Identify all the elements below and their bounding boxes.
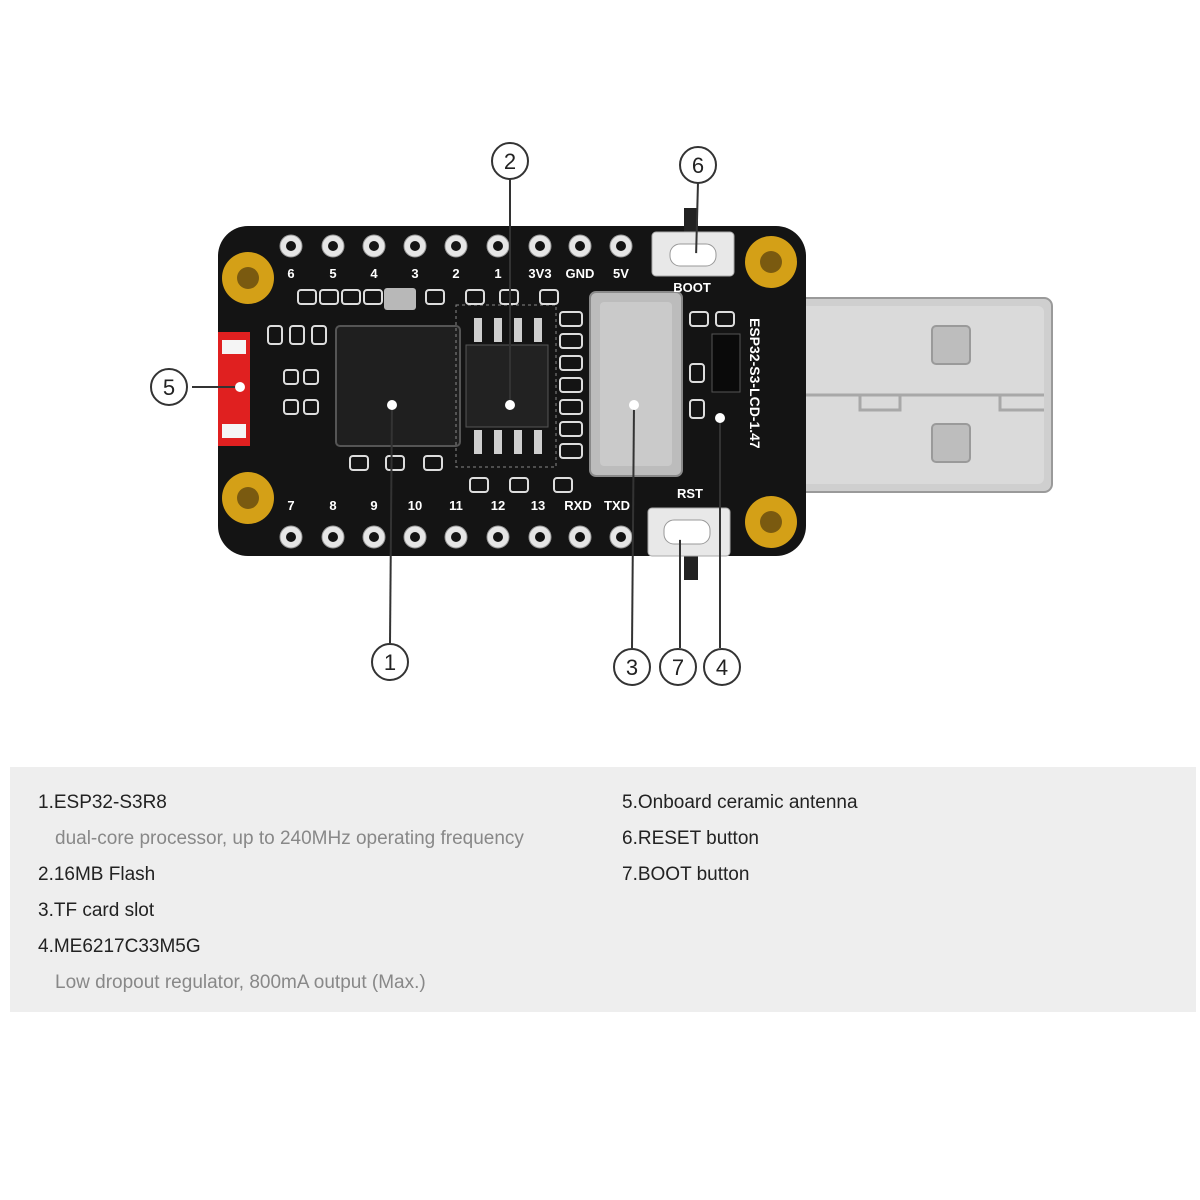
pin-hole-center (369, 532, 379, 542)
callout-number-4: 4 (716, 655, 728, 680)
boot-reset-button-bottom (648, 508, 730, 580)
legend-title: 4.ME6217C33M5G (38, 935, 524, 959)
boot-reset-button-top (652, 208, 734, 276)
pin-hole-center (451, 532, 461, 542)
legend-item: 3.TF card slot (38, 899, 524, 923)
pin-label-bottom: 8 (329, 498, 336, 513)
legend-item: 4.ME6217C33M5G Low dropout regulator, 80… (38, 935, 524, 995)
pin-label-top: 5 (329, 266, 336, 281)
pin-hole-center (286, 241, 296, 251)
legend-item: 2.16MB Flash (38, 863, 524, 887)
pin-holes-bottom (280, 526, 632, 548)
pin-hole-center (410, 241, 420, 251)
callout-number-7: 7 (672, 655, 684, 680)
legend-item: 5.Onboard ceramic antenna (622, 791, 858, 815)
boot-label: BOOT (673, 280, 711, 295)
board-diagram: 6 5 4 3 2 1 3V3 GND 5V 7 8 9 10 11 12 13… (0, 0, 1200, 740)
pin-label-top: 1 (494, 266, 501, 281)
legend-title: 1.ESP32-S3R8 (38, 791, 524, 815)
pin-hole-center (616, 532, 626, 542)
pin-hole-center (328, 241, 338, 251)
pin-hole-center (328, 532, 338, 542)
pin-label-bottom: TXD (604, 498, 630, 513)
legend-column-left: 1.ESP32-S3R8 dual-core processor, up to … (38, 791, 524, 995)
pin-label-top: 3V3 (528, 266, 551, 281)
pin-label-bottom: RXD (564, 498, 591, 513)
legend-item: 6.RESET button (622, 827, 858, 851)
pin-hole-center (575, 532, 585, 542)
pin-hole-center (493, 241, 503, 251)
legend-item: 7.BOOT button (622, 863, 858, 887)
pin-label-top: 6 (287, 266, 294, 281)
pin-label-bottom: 13 (531, 498, 545, 513)
pin-label-top: 5V (613, 266, 629, 281)
pin-label-bottom: 10 (408, 498, 422, 513)
callout-number-3: 3 (626, 655, 638, 680)
pin-hole-center (369, 241, 379, 251)
pin-label-bottom: 11 (449, 498, 463, 513)
tf-card-slot (590, 292, 682, 476)
pin-hole-center (535, 241, 545, 251)
pin-label-top: 3 (411, 266, 418, 281)
pin-label-bottom: 12 (491, 498, 505, 513)
legend-description: dual-core processor, up to 240MHz operat… (38, 827, 524, 851)
pin-label-top: 4 (370, 266, 378, 281)
legend-title: 2.16MB Flash (38, 863, 524, 887)
legend-item: 1.ESP32-S3R8 dual-core processor, up to … (38, 791, 524, 851)
pin-hole-center (286, 532, 296, 542)
legend-description: Low dropout regulator, 800mA output (Max… (38, 971, 524, 995)
ceramic-antenna (218, 332, 250, 446)
legend-panel: 1.ESP32-S3R8 dual-core processor, up to … (10, 767, 1196, 1012)
pin-label-top: 2 (452, 266, 459, 281)
callout-number-6: 6 (692, 153, 704, 178)
pin-label-bottom: 7 (287, 498, 294, 513)
legend-column-right: 5.Onboard ceramic antenna 6.RESET button… (622, 791, 858, 887)
pin-holes-top (280, 235, 632, 257)
pin-hole-center (410, 532, 420, 542)
regulator-chip (712, 334, 740, 392)
legend-title: 6.RESET button (622, 827, 858, 851)
pin-hole-center (493, 532, 503, 542)
legend-title: 5.Onboard ceramic antenna (622, 791, 858, 815)
esp32-chip (336, 326, 460, 446)
crystal (384, 288, 416, 310)
pin-hole-center (616, 241, 626, 251)
callout-number-5: 5 (163, 375, 175, 400)
pin-hole-center (451, 241, 461, 251)
callout-number-2: 2 (504, 149, 516, 174)
pin-hole-center (535, 532, 545, 542)
pin-hole-center (575, 241, 585, 251)
legend-title: 3.TF card slot (38, 899, 524, 923)
usb-connector (790, 298, 1052, 492)
rst-label: RST (677, 486, 703, 501)
pin-label-top: GND (566, 266, 595, 281)
pin-label-bottom: 9 (370, 498, 377, 513)
legend-title: 7.BOOT button (622, 863, 858, 887)
callout-number-1: 1 (384, 650, 396, 675)
model-label: ESP32-S3-LCD-1.47 (747, 318, 763, 449)
